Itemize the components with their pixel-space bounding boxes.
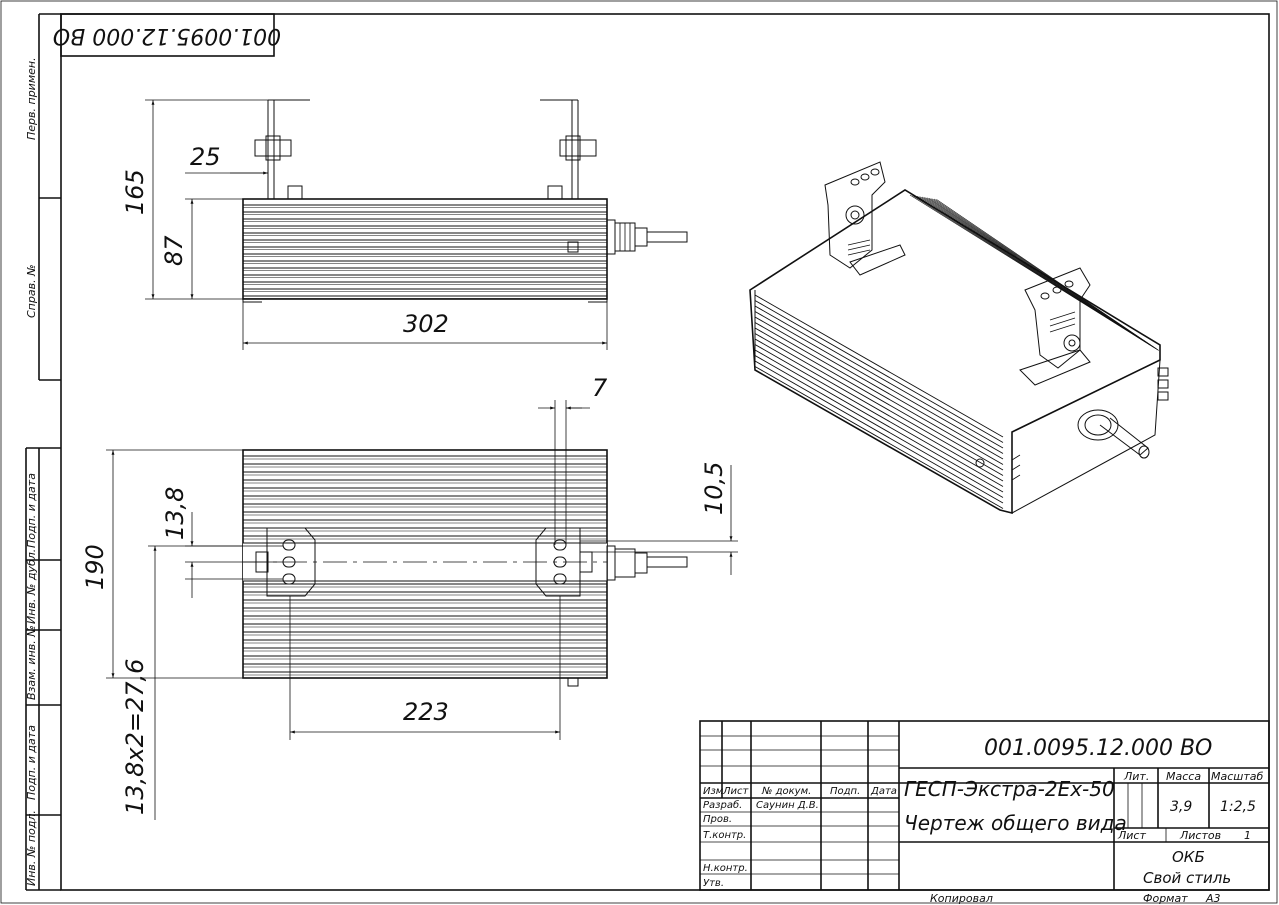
front-view — [242, 99, 688, 303]
dim-13-8: 13,8 — [161, 487, 189, 540]
row-razrab: Разраб. — [703, 799, 742, 811]
front-dimensions — [145, 99, 608, 350]
title-block — [699, 720, 1270, 891]
value-massa: 3,9 — [1170, 799, 1192, 815]
dim-190: 190 — [81, 544, 109, 590]
top-dimensions — [106, 400, 738, 820]
label-listov: Листов — [1179, 829, 1221, 842]
dim-10-5: 10,5 — [700, 462, 728, 515]
dim-302: 302 — [403, 310, 449, 338]
hdr-no-dokum: № докум. — [761, 786, 811, 797]
label-list: Лист — [1117, 829, 1146, 842]
footer-format-label: Формат — [1143, 892, 1188, 905]
value-masshtab: 1:2,5 — [1220, 799, 1256, 815]
title-drawing-name: Чертеж общего вида — [904, 811, 1127, 835]
label-massa: Масса — [1166, 770, 1201, 783]
footer-kopiroval: Копировал — [930, 892, 993, 905]
label-podp-data-bottom: Подп. и дата — [25, 725, 38, 800]
label-perv-primen: Перв. примен. — [25, 57, 38, 140]
title-doc-code: 001.0095.12.000 ВО — [984, 736, 1212, 761]
dim-165: 165 — [121, 169, 149, 215]
dim-13-8x2: 13,8x2=27,6 — [121, 659, 149, 815]
row-nkontr: Н.контр. — [703, 863, 748, 874]
row-utv: Утв. — [703, 878, 724, 889]
hdr-izm: Изм — [703, 786, 724, 797]
hdr-podp: Подп. — [830, 786, 860, 797]
dim-25: 25 — [190, 143, 221, 171]
label-sprav-no: Справ. № — [25, 264, 38, 318]
row-tkontr: Т.контр. — [703, 830, 746, 841]
value-listov: 1 — [1244, 829, 1251, 842]
org-line1: ОКБ — [1172, 848, 1205, 866]
footer-format-value: А3 — [1205, 892, 1221, 905]
label-vzam-inv: Взам. инв. № — [25, 625, 38, 700]
left-side-strip — [25, 13, 61, 891]
dim-7: 7 — [592, 374, 608, 402]
hdr-data: Дата — [870, 786, 897, 797]
label-inv-podl: Инв. № подл. — [25, 810, 38, 886]
dim-223: 223 — [403, 698, 449, 726]
isometric-view — [749, 161, 1169, 515]
title-product-name: ГЕСП-Экстра-2Ех-50 — [904, 777, 1115, 801]
row-razrab-name: Саунин Д.В. — [756, 800, 819, 811]
stamp-box — [60, 13, 275, 57]
sheet-frame — [60, 13, 1270, 891]
dim-87: 87 — [160, 235, 188, 266]
label-inv-dubl: Инв. № дубл. — [25, 549, 38, 624]
top-view — [242, 449, 688, 687]
hdr-list: Лист — [722, 786, 750, 797]
label-masshtab: Масштаб — [1211, 770, 1263, 783]
stamp-code: 001.0095.12.000 ВО — [53, 23, 281, 48]
label-lit: Лит. — [1123, 770, 1149, 783]
row-prov: Пров. — [703, 814, 732, 825]
label-podp-data-top: Подп. и дата — [25, 473, 38, 548]
org-line2: Свой стиль — [1143, 869, 1231, 887]
